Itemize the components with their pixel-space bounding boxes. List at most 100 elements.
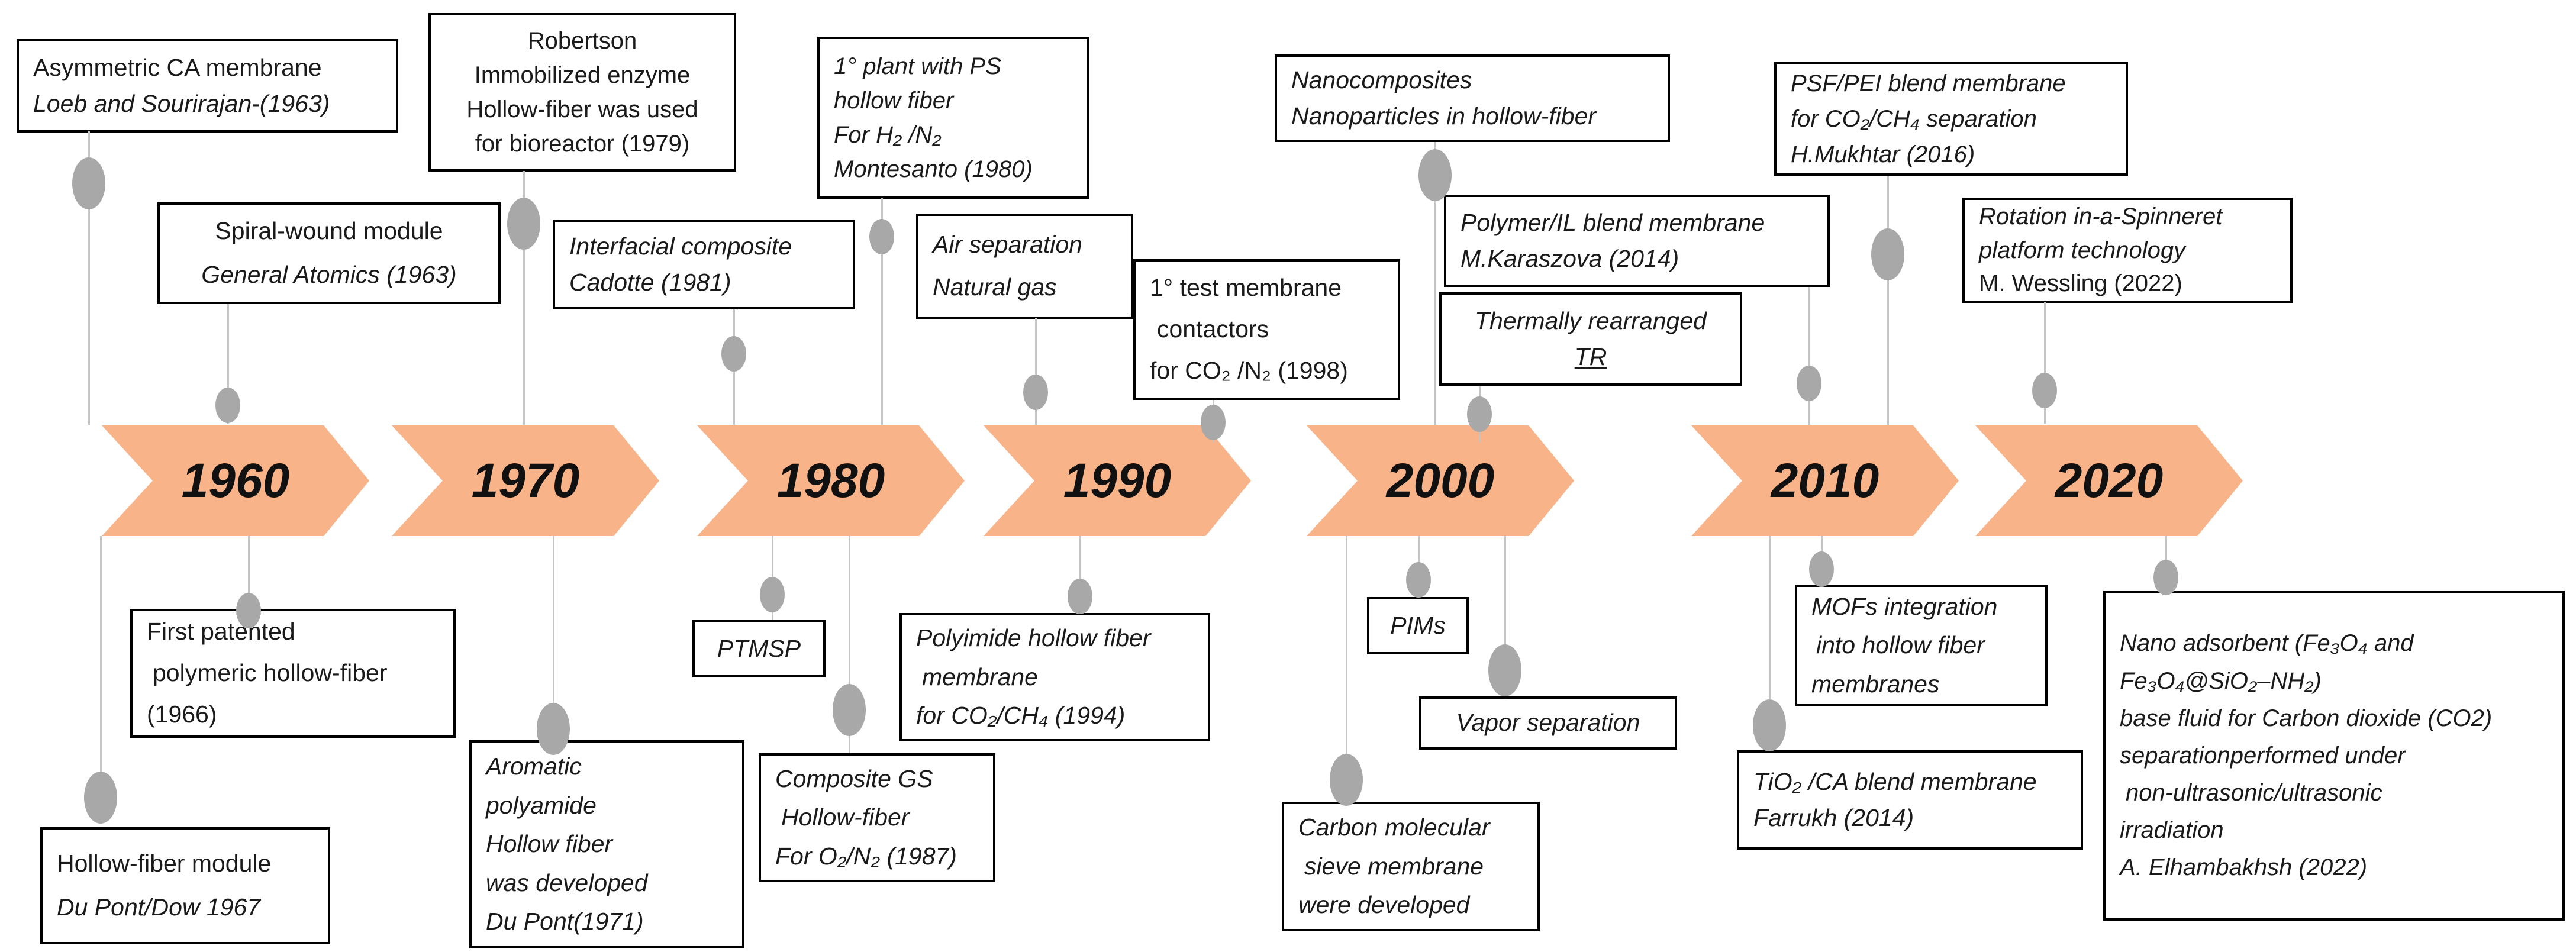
connector-line bbox=[2044, 302, 2046, 424]
event-text: for CO₂/CH₄ separation bbox=[1791, 106, 2037, 132]
event-text: Nanoparticles in hollow-fiber bbox=[1291, 102, 1597, 130]
event-text: PSF/PEI blend membrane bbox=[1791, 70, 2066, 96]
timeline-marker bbox=[1488, 644, 1521, 696]
decade-label: 1980 bbox=[776, 453, 885, 508]
event-text: Asymmetric CA membrane bbox=[33, 53, 322, 81]
event-box-first-test-membrane-contactors: 1° test membrane contactors for CO₂ /N₂ … bbox=[1133, 259, 1400, 400]
event-box-composite-gs: Composite GS Hollow-fiber For O₂/N₂ (198… bbox=[759, 753, 995, 882]
event-text: Cadotte (1981) bbox=[569, 269, 731, 296]
connector-line bbox=[1887, 176, 1889, 425]
event-text: Hollow-fiber module bbox=[57, 850, 272, 877]
decade-label: 2000 bbox=[1386, 453, 1495, 508]
decade-arrow-2010: 2010 bbox=[1691, 425, 1959, 536]
timeline-marker bbox=[721, 336, 746, 372]
event-text: 1° plant with PS bbox=[834, 53, 1001, 79]
event-box-aromatic-polyamide: Aromatic polyamide Hollow fiber was deve… bbox=[469, 740, 744, 948]
event-text: For H₂ /N₂ bbox=[834, 122, 942, 148]
event-text: M. Wessling (2022) bbox=[1979, 270, 2182, 297]
event-text: was developed bbox=[486, 869, 648, 896]
event-text: were developed bbox=[1298, 891, 1470, 919]
event-text: Interfacial composite bbox=[569, 232, 792, 260]
event-text: (1966) bbox=[147, 700, 217, 728]
event-text: Farrukh (2014) bbox=[1753, 804, 1914, 831]
timeline-marker bbox=[2032, 373, 2057, 408]
event-box-first-patented-hollow-fiber: First patented polymeric hollow-fiber (1… bbox=[130, 609, 456, 738]
event-box-vapor-separation: Vapor separation bbox=[1419, 696, 1677, 750]
event-text: Hollow-fiber bbox=[781, 803, 910, 831]
event-text: hollow fiber bbox=[834, 88, 954, 114]
event-box-nanocomposites: Nanocomposites Nanoparticles in hollow-f… bbox=[1275, 54, 1670, 142]
event-text: A. Elhambakhsh (2022) bbox=[2120, 854, 2368, 881]
connector-line bbox=[1035, 318, 1037, 425]
event-text: for CO₂ /N₂ (1998) bbox=[1150, 356, 1348, 384]
event-box-hollow-fiber-module: Hollow-fiber module Du Pont/Dow 1967 bbox=[40, 827, 330, 944]
event-text: Du Pont/Dow 1967 bbox=[57, 893, 261, 921]
timeline-marker bbox=[1467, 396, 1492, 432]
event-text: polymeric hollow-fiber bbox=[153, 659, 388, 687]
event-text: Natural gas bbox=[933, 273, 1057, 301]
timeline-marker bbox=[2153, 560, 2178, 595]
event-text: Fe₃O₄@SiO₂–NH₂) bbox=[2120, 667, 2322, 694]
event-text: M.Karaszova (2014) bbox=[1461, 245, 1679, 272]
event-text: Composite GS bbox=[775, 764, 933, 792]
decade-label: 1970 bbox=[471, 453, 580, 508]
timeline-marker bbox=[1797, 366, 1821, 401]
timeline-marker bbox=[1809, 551, 1834, 587]
timeline-marker bbox=[1406, 562, 1431, 598]
event-box-mofs-integration: MOFs integration into hollow fiber membr… bbox=[1795, 585, 2048, 706]
timeline-marker bbox=[236, 593, 261, 628]
connector-line bbox=[553, 536, 554, 754]
timeline-marker bbox=[507, 198, 540, 250]
decade-label: 1990 bbox=[1063, 453, 1172, 508]
timeline-marker bbox=[72, 157, 105, 209]
event-text: membrane bbox=[922, 663, 1038, 690]
event-text: General Atomics (1963) bbox=[201, 261, 457, 288]
decade-arrow-1970: 1970 bbox=[392, 425, 659, 536]
event-box-first-ps-hollow-fiber-plant: 1° plant with PS hollow fiber For H₂ /N₂… bbox=[817, 37, 1089, 199]
event-text: TR bbox=[1574, 343, 1607, 370]
timeline-marker bbox=[215, 388, 240, 423]
timeline-marker bbox=[760, 577, 785, 612]
event-text: separationperformed under bbox=[2120, 742, 2406, 769]
event-text: Air separation bbox=[933, 231, 1082, 259]
connector-line bbox=[227, 304, 229, 424]
event-text: Carbon molecular bbox=[1298, 814, 1490, 841]
timeline-marker bbox=[1871, 228, 1904, 280]
connector-line bbox=[88, 131, 90, 425]
timeline-marker bbox=[1023, 375, 1048, 410]
connector-line bbox=[1434, 142, 1436, 425]
decade-arrow-1960: 1960 bbox=[102, 425, 369, 536]
connector-line bbox=[1769, 536, 1771, 750]
decade-arrow-1980: 1980 bbox=[697, 425, 965, 536]
event-text: Immobilized enzyme bbox=[474, 62, 691, 88]
event-text: MOFs integration bbox=[1811, 592, 1998, 620]
event-text: Spiral-wound module bbox=[215, 217, 443, 245]
event-box-polyimide-hollow-fiber: Polyimide hollow fiber membrane for CO₂/… bbox=[899, 613, 1210, 741]
event-text: Montesanto (1980) bbox=[834, 156, 1033, 182]
event-box-interfacial-composite: Interfacial composite Cadotte (1981) bbox=[553, 220, 855, 309]
event-text: First patented bbox=[147, 618, 295, 646]
event-text: Vapor separation bbox=[1456, 709, 1640, 737]
timeline-marker bbox=[869, 219, 894, 254]
timeline-marker bbox=[1201, 405, 1226, 440]
event-text: PTMSP bbox=[717, 634, 801, 662]
event-box-polymer-il-blend: Polymer/IL blend membrane M.Karaszova (2… bbox=[1444, 195, 1830, 287]
decade-label: 2010 bbox=[1771, 453, 1879, 508]
event-text: Polymer/IL blend membrane bbox=[1461, 208, 1765, 236]
event-text: Nanocomposites bbox=[1291, 66, 1472, 93]
event-box-rotation-spinneret: Rotation in-a-Spinneret platform technol… bbox=[1962, 198, 2293, 303]
event-text: contactors bbox=[1157, 315, 1269, 343]
connector-line bbox=[881, 198, 883, 425]
event-text: For O₂/N₂ (1987) bbox=[775, 842, 957, 870]
timeline-marker bbox=[1753, 699, 1786, 751]
event-box-psf-pei-blend: PSF/PEI blend membrane for CO₂/CH₄ separ… bbox=[1774, 62, 2128, 176]
event-text: non-ultrasonic/ultrasonic bbox=[2126, 780, 2382, 806]
connector-line bbox=[849, 536, 850, 753]
event-text: for bioreactor (1979) bbox=[475, 131, 690, 157]
event-text: Nano adsorbent (Fe₃O₄ and bbox=[2120, 630, 2414, 657]
event-box-spiral-wound-module: Spiral-wound module General Atomics (196… bbox=[157, 202, 501, 304]
timeline-marker bbox=[1330, 754, 1363, 806]
connector-line bbox=[248, 536, 250, 626]
event-text: Polyimide hollow fiber bbox=[916, 624, 1151, 652]
